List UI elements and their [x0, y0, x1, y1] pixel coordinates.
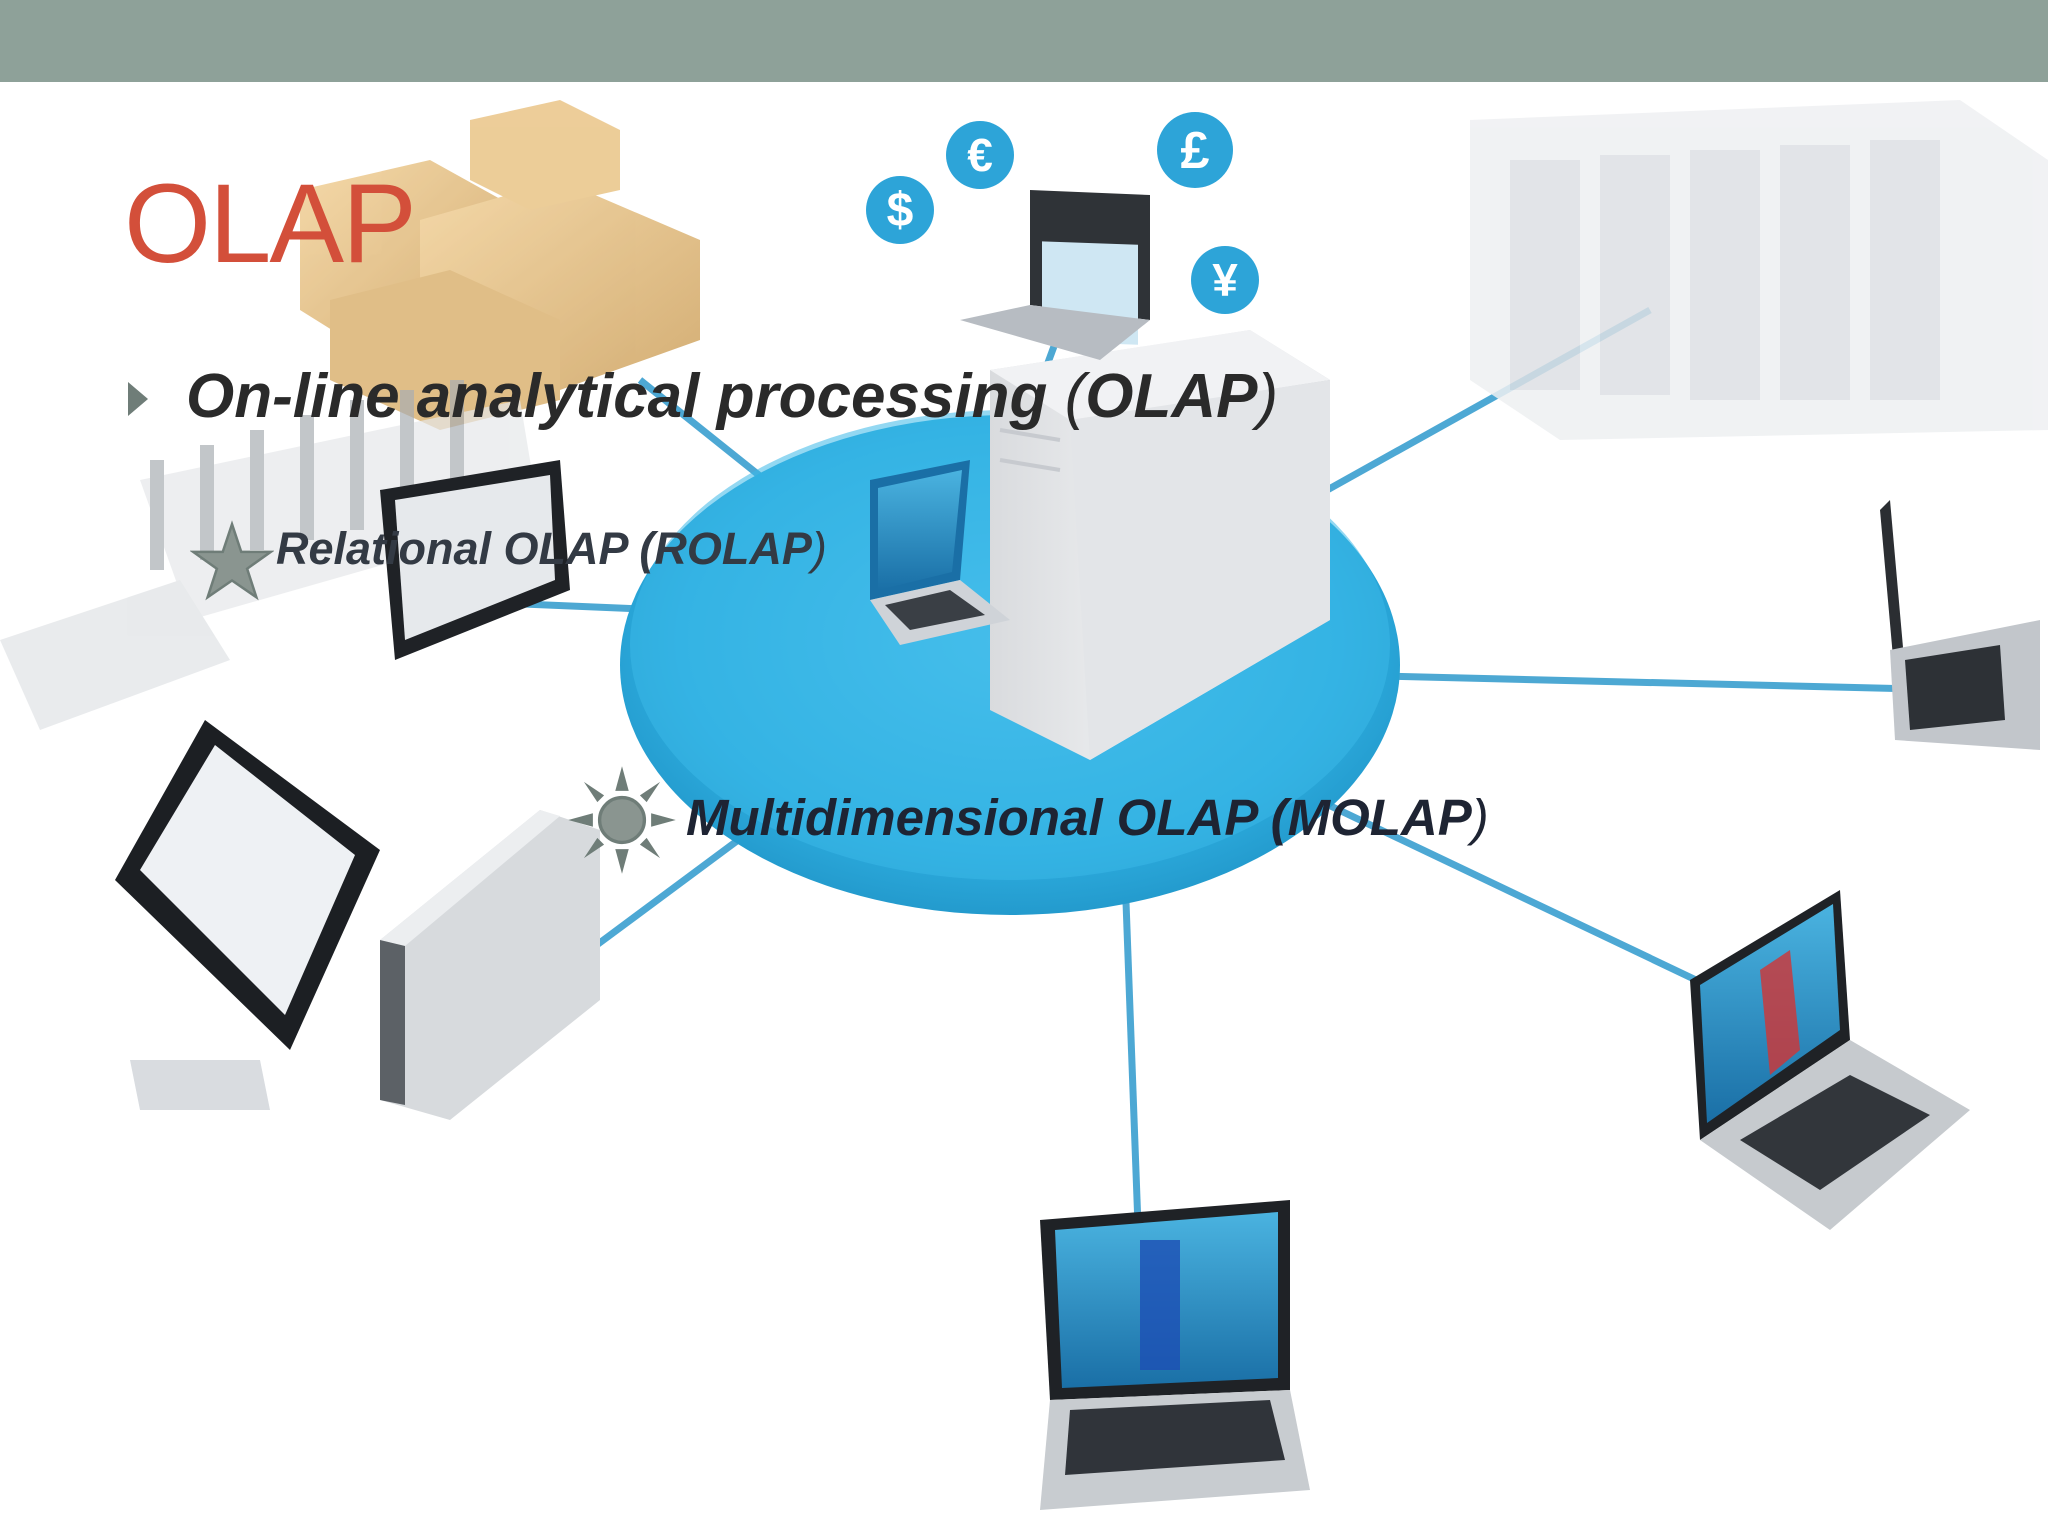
bullet-1-text: On-line analytical processing [186, 362, 1048, 431]
top-accent-bar [0, 0, 2048, 82]
svg-text:¥: ¥ [1212, 254, 1238, 306]
triangle-bullet-icon [128, 382, 148, 416]
bullet-level-1: On-line analytical processing (OLAP) [186, 366, 1278, 428]
tablet-icon [115, 720, 380, 1110]
server-tower-icon [990, 330, 1330, 760]
bullet-1-abbr: OLAP [1085, 362, 1258, 431]
laptop-icon [870, 460, 1010, 645]
laptop-icon [1690, 890, 1970, 1230]
bullet-level-3: Multidimensional OLAP (MOLAP) [686, 792, 1489, 843]
dollar-icon: $ [866, 176, 934, 244]
server-tower-icon [380, 810, 600, 1120]
bullet-1-open-paren: ( [1047, 362, 1086, 431]
slide-title: OLAP [124, 161, 417, 286]
laptop-icon [1880, 500, 2040, 750]
storage-rack-icon [1470, 100, 2048, 440]
cardboard-boxes-icon [300, 100, 700, 430]
pound-icon: £ [1157, 112, 1233, 188]
sun-bullet-icon [568, 766, 676, 874]
bullet-3-text: Multidimensional OLAP (MOLAP [686, 789, 1472, 846]
bullet-1-close-paren: ) [1257, 362, 1279, 431]
yen-icon: ¥ [1191, 246, 1259, 314]
bullet-2-text: Relational OLAP (ROLAP [276, 523, 812, 574]
star-bullet-icon [190, 520, 274, 601]
laptop-icon [1040, 1200, 1310, 1510]
laptop-icon [960, 190, 1150, 360]
euro-icon: € [946, 121, 1014, 189]
svg-text:€: € [967, 129, 993, 181]
monitor-icon [380, 460, 570, 660]
bullet-2-close-paren: ) [811, 523, 827, 574]
svg-text:£: £ [1181, 122, 1210, 180]
svg-text:$: $ [887, 184, 914, 237]
bullet-level-2: Relational OLAP (ROLAP) [276, 526, 827, 571]
network-illustration: $ € £ ¥ [0, 100, 2048, 1510]
bullet-3-close-paren: ) [1471, 789, 1489, 846]
